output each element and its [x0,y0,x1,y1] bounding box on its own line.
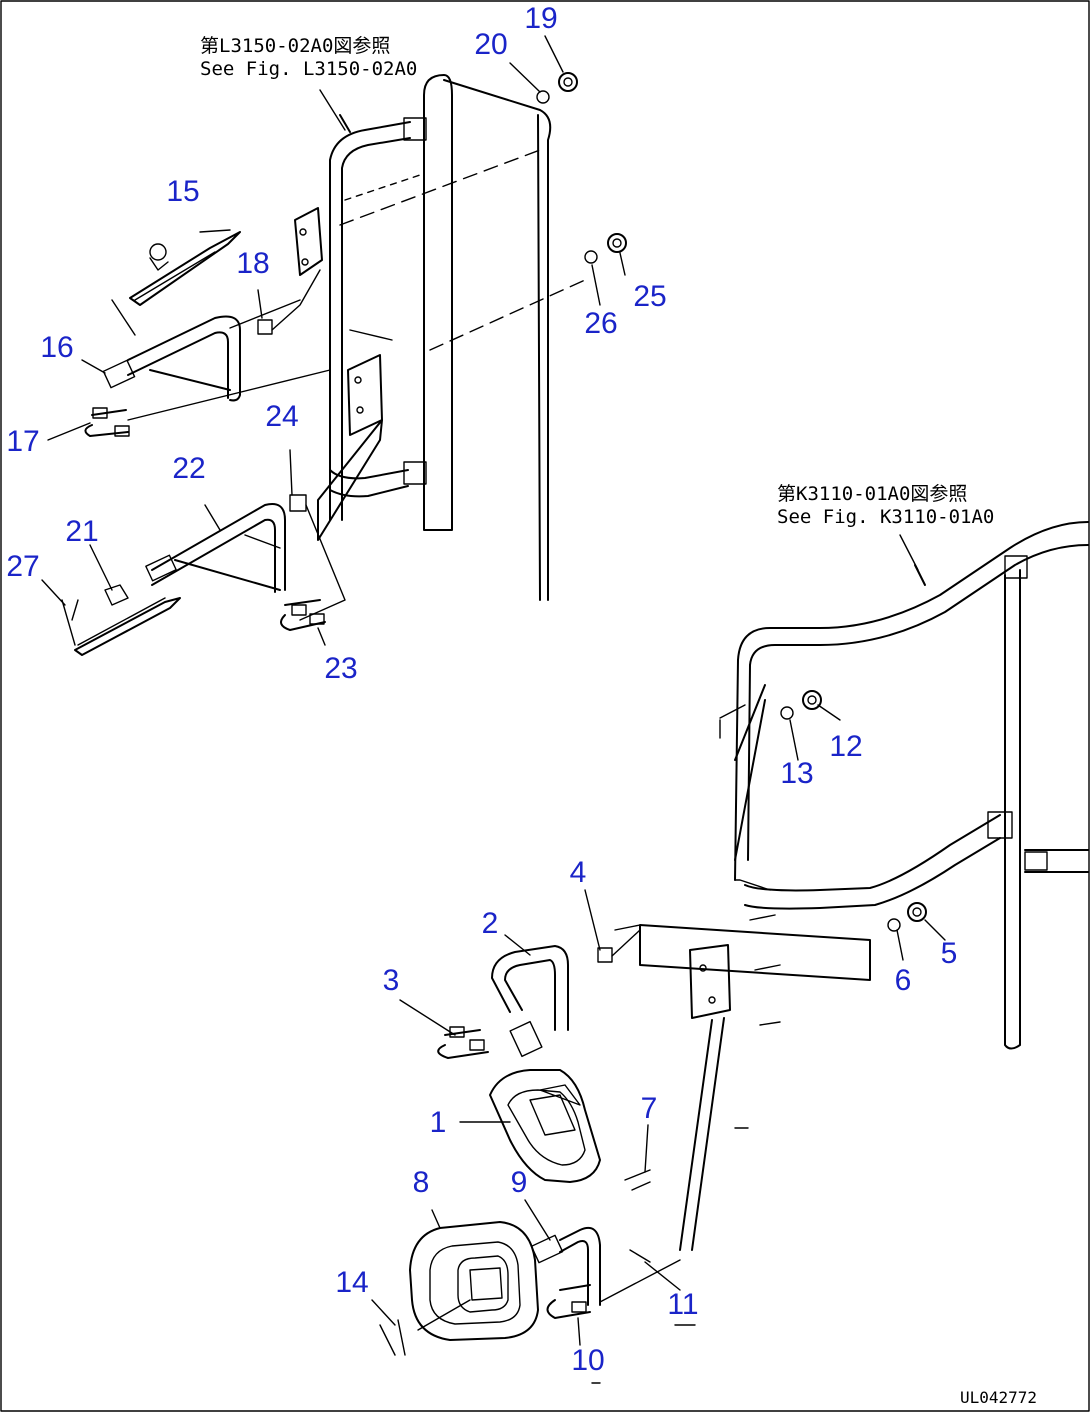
drawing-code: UL042772 [960,1388,1037,1407]
part-label-9: 9 [511,1166,528,1199]
part-label-17: 17 [6,425,39,458]
part-label-6: 6 [895,964,912,997]
part-label-19: 19 [524,2,557,35]
part-label-12: 12 [829,730,862,763]
part-label-10: 10 [571,1344,604,1377]
part-label-14: 14 [335,1266,368,1299]
part-label-23: 23 [324,652,357,685]
part-label-13: 13 [780,757,813,790]
upper-reference-en: See Fig. L3150-02A0 [200,58,417,80]
part-label-11: 11 [667,1288,698,1321]
part-label-2: 2 [482,907,499,940]
part-label-16: 16 [40,331,73,364]
upper-handrail-assembly [41,35,627,656]
part-label-18: 18 [236,247,269,280]
upper-reference-jp: 第L3150-02A0図参照 [200,35,390,57]
part-label-4: 4 [570,856,587,889]
part-label-8: 8 [413,1166,430,1199]
part-label-1: 1 [430,1106,447,1139]
lower-reference-jp: 第K3110-01A0図参照 [777,483,967,505]
part-label-5: 5 [941,937,958,970]
part-label-3: 3 [383,964,400,997]
part-label-27: 27 [6,550,39,583]
lower-reference-en: See Fig. K3110-01A0 [777,506,994,528]
part-label-22: 22 [172,452,205,485]
part-label-20: 20 [474,28,507,61]
part-label-21: 21 [65,515,98,548]
part-label-25: 25 [633,280,666,313]
lower-handrail-assembly [371,521,1089,1384]
part-label-24: 24 [265,400,298,433]
part-label-15: 15 [166,175,199,208]
part-label-7: 7 [641,1092,658,1125]
part-label-26: 26 [584,307,617,340]
